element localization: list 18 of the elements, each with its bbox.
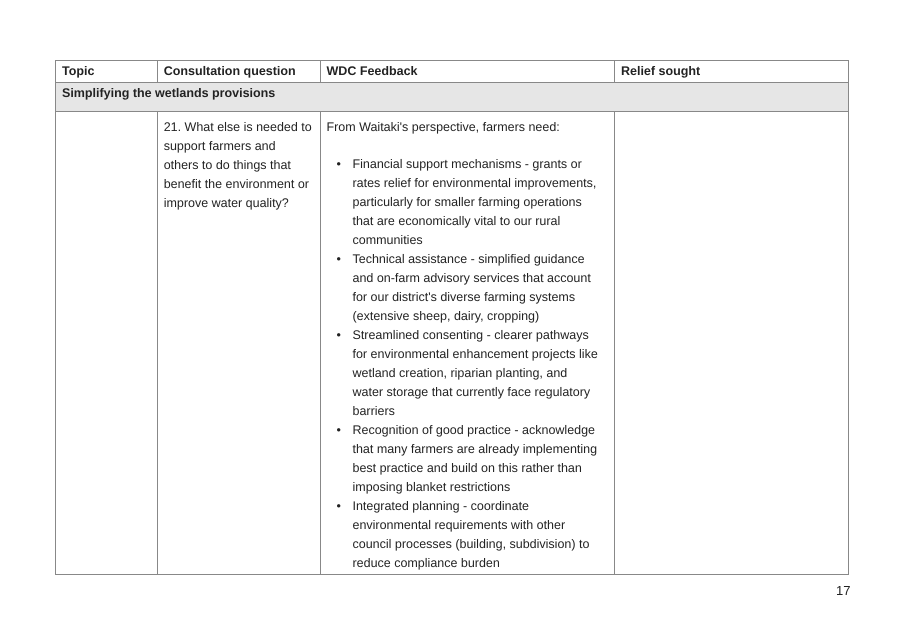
page-number: 17	[836, 583, 850, 598]
bullet-mark: •	[336, 327, 341, 344]
bullet-mark: •	[336, 498, 341, 515]
bullet-mark: •	[336, 251, 341, 268]
bullet-item: Integrated planning - coordinate environmental requirements with other council processes (building, subdivision) to reduce compliance burden	[352, 499, 590, 570]
question-text: 21. What else is needed to support farmers and others to do things that benefit the environment or improve water quality?	[164, 120, 312, 210]
bullet-item: Financial support mechanisms - grants or rates relief for environmental improvements, particularly for smaller farming operations that are economically vital to our rural communities	[352, 157, 596, 247]
bullet-mark: •	[336, 156, 341, 173]
bullet-item: Streamlined consenting - clearer pathways for environmental enhancement projects like wetland creation, riparian planting, and water storage that currently face regulatory barriers	[352, 328, 598, 418]
intro-text: From Waitaki's perspective, farmers need:	[326, 119, 561, 136]
section-heading: Simplifying the wetlands provisions	[62, 86, 276, 100]
column-header: Topic	[62, 64, 94, 78]
column-header: Relief sought	[621, 64, 700, 78]
bullet-item: Recognition of good practice - acknowledge that many farmers are already implementing best practice and build on this rather than imposing blanket restrictions	[352, 423, 598, 494]
bullet-item: Technical assistance - simplified guidance and on-farm advisory services that account for our district's diverse farming systems (extensive sheep, dairy, cropping)	[352, 252, 591, 323]
bullet-mark: •	[336, 422, 341, 439]
column-header: Consultation question	[164, 64, 296, 78]
column-header: WDC Feedback	[326, 64, 418, 78]
